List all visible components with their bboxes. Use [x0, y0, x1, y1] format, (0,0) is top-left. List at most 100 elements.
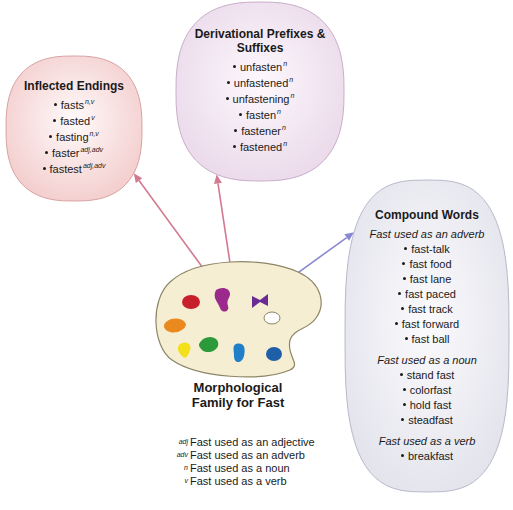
- part-of-speech-mark: n,v: [85, 94, 94, 109]
- subheading: Fast used as a verb: [379, 434, 476, 448]
- part-of-speech-mark: n: [290, 88, 294, 103]
- part-of-speech-mark: n: [283, 136, 287, 151]
- word-text: fastest: [50, 162, 82, 177]
- bullet: [54, 103, 57, 106]
- node-content: Inflected Endingsfastsn,vfastedvfastingn…: [6, 56, 142, 201]
- word-item: fastingn,v: [49, 130, 99, 146]
- word-item: fastenern: [234, 124, 286, 140]
- blob-shape: [6, 56, 142, 201]
- bullet: [395, 322, 398, 325]
- word-item: breakfast: [401, 449, 453, 464]
- subheading: Fast used as an adverb: [370, 227, 485, 241]
- palette-node: Morphological Family for Fast: [158, 262, 318, 412]
- word-text: fast track: [408, 302, 453, 317]
- derivational-blob: Derivational Prefixes & Suffixes unfasten…: [176, 2, 344, 181]
- word-text: fasts: [61, 98, 84, 113]
- word-text: fast lane: [410, 272, 452, 287]
- word-item: fastedv: [53, 114, 94, 130]
- word-text: fastener: [241, 124, 281, 139]
- palette-board: [156, 262, 321, 377]
- word-item: fast forward: [395, 317, 459, 332]
- node-content: Morphological Family for Fast: [158, 262, 318, 412]
- part-of-speech-mark: n: [277, 104, 281, 119]
- bullet: [401, 454, 404, 457]
- inflected-blob: Inflected Endingsfastsn,vfastedvfastingn…: [6, 56, 142, 201]
- bullet: [45, 151, 48, 154]
- blob-shape: [176, 2, 344, 181]
- word-item: fastestadj,adv: [43, 162, 106, 178]
- word-item: fast lane: [403, 272, 452, 287]
- part-of-speech-key: n: [168, 461, 188, 474]
- arrow-head: [134, 173, 143, 183]
- blob-heading: Compound Words: [375, 208, 479, 222]
- bullet: [398, 292, 401, 295]
- subheading: Fast used as a noun: [377, 353, 477, 367]
- bullet: [403, 403, 406, 406]
- word-text: steadfast: [408, 413, 453, 428]
- key-text: Fast used as an adjective: [190, 436, 315, 449]
- word-item: fastenn: [239, 108, 281, 124]
- word-item: colorfast: [403, 383, 452, 398]
- word-item: fast paced: [398, 287, 456, 302]
- word-text: fast forward: [402, 317, 459, 332]
- bullet: [401, 307, 404, 310]
- part-of-speech-key: adj: [168, 435, 188, 448]
- key-text: Fast used as an adverb: [190, 449, 315, 462]
- part-of-speech-mark: n: [289, 72, 293, 87]
- arrow-line: [293, 238, 347, 277]
- bullet: [43, 167, 46, 170]
- word-text: fasting: [56, 130, 88, 145]
- word-text: unfasten: [240, 60, 282, 75]
- violet-paint: [252, 294, 268, 308]
- part-of-speech-key: v: [168, 474, 188, 487]
- bullet: [405, 337, 408, 340]
- word-text: hold fast: [410, 398, 452, 413]
- thumb-hole: [264, 312, 280, 324]
- word-text: breakfast: [408, 449, 453, 464]
- key-text: Fast used as a noun: [190, 462, 315, 475]
- word-text: fastened: [240, 140, 282, 155]
- bullet: [227, 81, 230, 84]
- bullet: [239, 113, 242, 116]
- diagram-title: Morphological Family for Fast: [188, 380, 288, 410]
- bullet: [403, 277, 406, 280]
- arrow-connector: [214, 174, 230, 262]
- word-item: fast food: [402, 257, 451, 272]
- blob-shape: [345, 180, 509, 492]
- word-item: fast track: [401, 302, 453, 317]
- bullet: [53, 119, 56, 122]
- bullet: [403, 388, 406, 391]
- word-text: fast-talk: [411, 242, 450, 257]
- word-item: steadfast: [401, 413, 453, 428]
- part-of-speech-mark: adj,adv: [80, 142, 103, 157]
- word-text: unfastening: [233, 92, 290, 107]
- arrow-line: [218, 183, 230, 262]
- part-of-speech-mark: adj,adv: [83, 158, 106, 173]
- blue-paint: [234, 344, 245, 362]
- bullet: [234, 129, 237, 132]
- word-item: hold fast: [403, 398, 452, 413]
- purple-paint: [215, 288, 230, 312]
- part-of-speech-mark: v: [91, 110, 95, 125]
- bullet: [404, 247, 407, 250]
- red-paint: [182, 295, 200, 309]
- blob-heading: Inflected Endings: [24, 79, 124, 93]
- word-text: faster: [52, 146, 80, 161]
- word-item: unfastenn: [233, 60, 287, 76]
- bullet: [402, 262, 405, 265]
- word-text: colorfast: [410, 383, 452, 398]
- key-notes: adjFast used as an adjectiveadvFast used…: [168, 436, 315, 488]
- part-of-speech-mark: n,v: [90, 126, 99, 141]
- word-item: fasteradj,adv: [45, 146, 103, 162]
- node-content: Compound WordsFast used as an adverbfast…: [345, 180, 509, 492]
- blob-heading: Derivational Prefixes & Suffixes: [182, 27, 338, 55]
- key-text: Fast used as a verb: [190, 475, 315, 488]
- word-text: fasted: [60, 114, 90, 129]
- word-item: unfastenedn: [227, 76, 293, 92]
- bullet: [233, 145, 236, 148]
- part-of-speech-mark: n: [282, 120, 286, 135]
- word-item: unfasteningn: [226, 92, 295, 108]
- bullet: [49, 135, 52, 138]
- word-item: fastenedn: [233, 140, 287, 156]
- word-text: stand fast: [407, 368, 455, 383]
